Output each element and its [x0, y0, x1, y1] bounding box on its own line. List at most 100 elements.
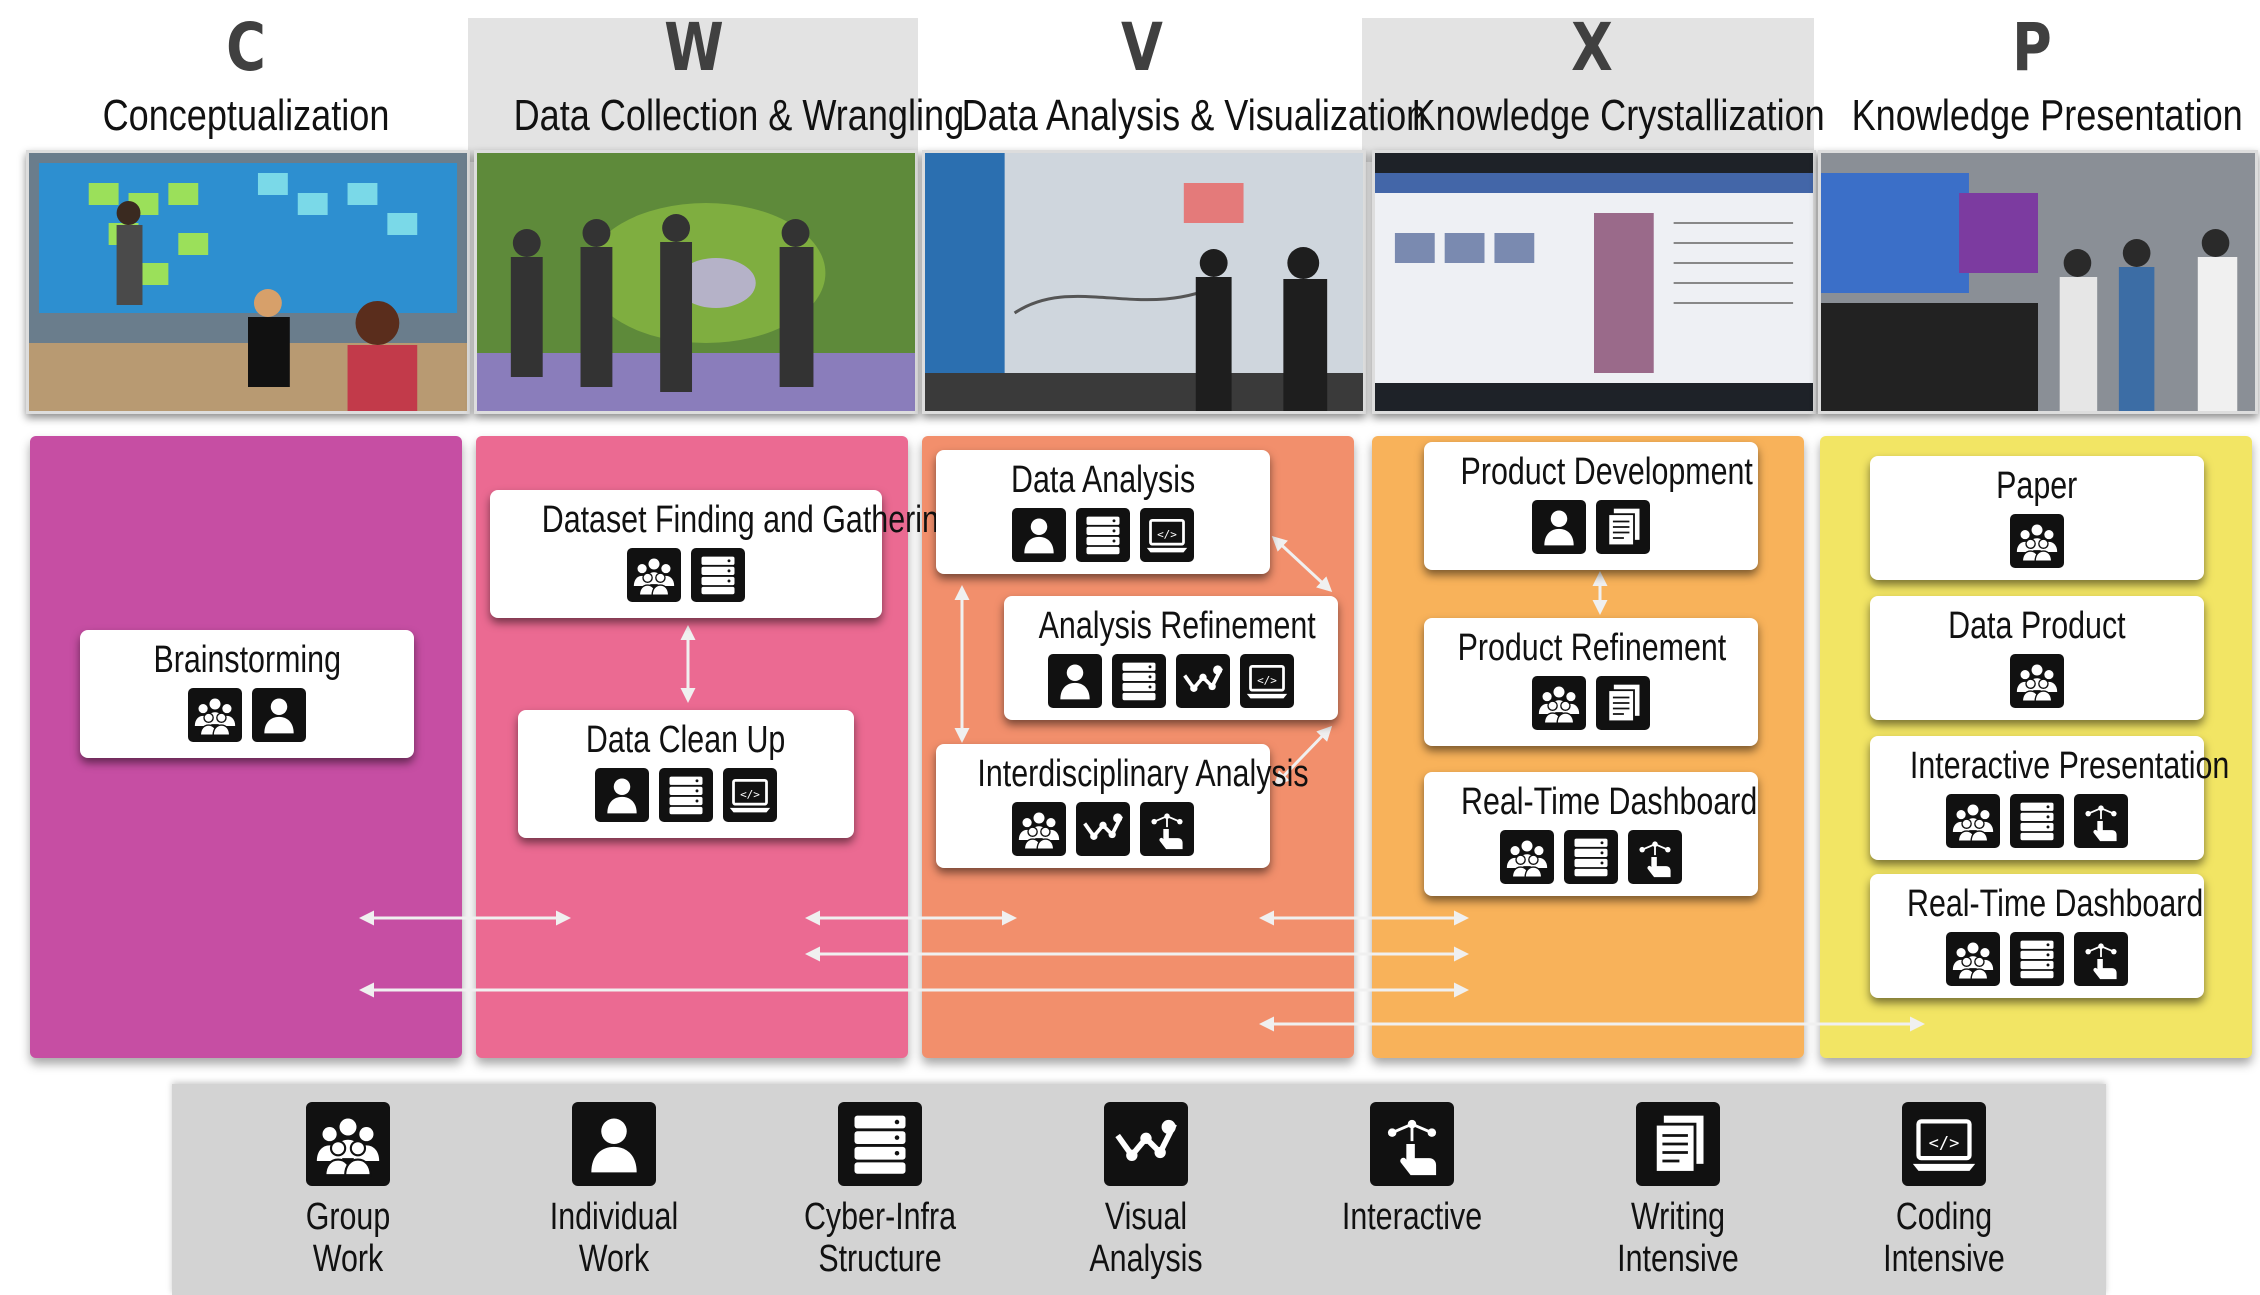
cyber-infrastructure-icon — [1564, 830, 1618, 884]
box-title: Product Refinement — [1457, 627, 1727, 669]
product-development-box: Product Development — [1424, 442, 1758, 570]
realtime-dashboard-x-box: Real-Time Dashboard — [1424, 772, 1758, 896]
dataset-finding-box: Dataset Finding and Gathering — [490, 490, 956, 618]
data-clean-up-box: Data Clean Up — [518, 710, 854, 838]
individual-work-icon — [1532, 500, 1586, 554]
column-title: Conceptualization — [102, 91, 390, 140]
interactive-icon — [1370, 1102, 1454, 1186]
individual-work-icon — [1012, 508, 1066, 562]
visual-analysis-icon — [1104, 1102, 1188, 1186]
cyber-infrastructure-icon — [2010, 794, 2064, 848]
group-work-icon — [1500, 830, 1554, 884]
interactive-icon — [2074, 794, 2128, 848]
legend-item-cyber-infrastructure: Cyber-Infra Structure — [780, 1102, 980, 1280]
coding-intensive-icon — [1902, 1102, 1986, 1186]
writing-intensive-icon — [1596, 500, 1650, 554]
legend-item-group-work: Group Work — [248, 1102, 448, 1280]
legend-label: Group Work — [305, 1196, 391, 1280]
column-header-c: C Conceptualization — [26, 8, 466, 144]
cyber-infrastructure-icon — [659, 768, 713, 822]
group-work-icon — [2010, 514, 2064, 568]
legend-item-interactive: Interactive — [1312, 1102, 1512, 1238]
legend-item-coding-intensive: Coding Intensive — [1844, 1102, 2044, 1280]
box-title: Brainstorming — [153, 639, 341, 681]
brainstorming-box: Brainstorming — [80, 630, 414, 758]
legend-label: Visual Analysis — [1089, 1196, 1203, 1280]
legend-item-visual-analysis: Visual Analysis — [1046, 1102, 1246, 1280]
column-header-x: X Knowledge Crystallization — [1372, 8, 1825, 144]
analysis-refinement-box: Analysis Refinement — [1004, 596, 1338, 720]
photo-data-collection — [474, 150, 918, 414]
photo-knowledge-presentation — [1818, 150, 2258, 414]
column-title: Knowledge Presentation — [1851, 91, 2243, 140]
legend-label: Cyber-Infra Structure — [803, 1196, 957, 1280]
group-work-icon — [2010, 654, 2064, 708]
box-title: Analysis Refinement — [1038, 605, 1316, 647]
legend-label: Individual Work — [549, 1196, 679, 1280]
group-work-icon — [188, 688, 242, 742]
data-product-box: Data Product — [1870, 596, 2204, 720]
cyber-infrastructure-icon — [838, 1102, 922, 1186]
box-title: Data Clean Up — [586, 719, 786, 761]
column-title: Knowledge Crystallization — [1411, 91, 1825, 140]
cyber-infrastructure-icon — [691, 548, 745, 602]
cyber-infrastructure-icon — [2010, 932, 2064, 986]
cyber-infrastructure-icon — [1076, 508, 1130, 562]
interactive-icon — [2074, 932, 2128, 986]
data-analysis-box: Data Analysis — [936, 450, 1270, 574]
column-header-v: V Data Analysis & Visualization — [922, 8, 1427, 144]
column-letter: C — [226, 9, 266, 86]
column-letter: W — [664, 9, 724, 86]
visual-analysis-icon — [1076, 802, 1130, 856]
column-title: Data Collection & Wrangling — [513, 91, 965, 140]
column-letter: V — [1121, 9, 1163, 86]
box-title: Data Analysis — [1010, 459, 1196, 501]
writing-intensive-icon — [1596, 676, 1650, 730]
visual-analysis-icon — [1176, 654, 1230, 708]
interactive-icon — [1140, 802, 1194, 856]
legend-item-writing-intensive: Writing Intensive — [1578, 1102, 1778, 1280]
group-work-icon — [306, 1102, 390, 1186]
box-title: Interdisciplinary Analysis — [977, 753, 1309, 795]
interactive-presentation-box: Interactive Presentation — [1870, 736, 2229, 860]
photo-knowledge-crystallization — [1372, 150, 1816, 414]
individual-work-icon — [595, 768, 649, 822]
legend-label: Coding Intensive — [1883, 1196, 2005, 1280]
photo-conceptualization — [26, 150, 470, 414]
box-title: Real-Time Dashboard — [1461, 781, 1758, 823]
individual-work-icon — [572, 1102, 656, 1186]
box-title: Dataset Finding and Gathering — [541, 499, 956, 541]
box-title: Data Product — [1948, 605, 2126, 647]
paper-box: Paper — [1870, 456, 2204, 580]
legend-label: Writing Intensive — [1617, 1196, 1739, 1280]
coding-intensive-icon — [1240, 654, 1294, 708]
box-title: Real-Time Dashboard — [1907, 883, 2204, 925]
coding-intensive-icon — [723, 768, 777, 822]
realtime-dashboard-p-box: Real-Time Dashboard — [1870, 874, 2204, 998]
interactive-icon — [1628, 830, 1682, 884]
cyber-infrastructure-icon — [1112, 654, 1166, 708]
group-work-icon — [1946, 794, 2000, 848]
group-work-icon — [627, 548, 681, 602]
group-work-icon — [1532, 676, 1586, 730]
legend-label: Interactive — [1341, 1196, 1483, 1238]
group-work-icon — [1012, 802, 1066, 856]
column-letter: P — [2012, 9, 2052, 86]
individual-work-icon — [1048, 654, 1102, 708]
column-header-w: W Data Collection & Wrangling — [474, 8, 965, 144]
individual-work-icon — [252, 688, 306, 742]
box-title: Interactive Presentation — [1909, 745, 2230, 787]
box-title: Product Development — [1460, 451, 1753, 493]
coding-intensive-icon — [1140, 508, 1194, 562]
column-letter: X — [1571, 9, 1613, 86]
product-refinement-box: Product Refinement — [1424, 618, 1758, 746]
interdisciplinary-analysis-box: Interdisciplinary Analysis — [936, 744, 1309, 868]
header-band-x — [1362, 18, 1814, 162]
icon-legend: Group Work Individual Work Cyber-Infra S… — [172, 1084, 2106, 1295]
writing-intensive-icon — [1636, 1102, 1720, 1186]
box-title: Paper — [1996, 465, 2078, 507]
legend-item-individual-work: Individual Work — [514, 1102, 714, 1280]
header-band-w — [468, 18, 918, 162]
column-title: Data Analysis & Visualization — [961, 91, 1427, 140]
group-work-icon — [1946, 932, 2000, 986]
